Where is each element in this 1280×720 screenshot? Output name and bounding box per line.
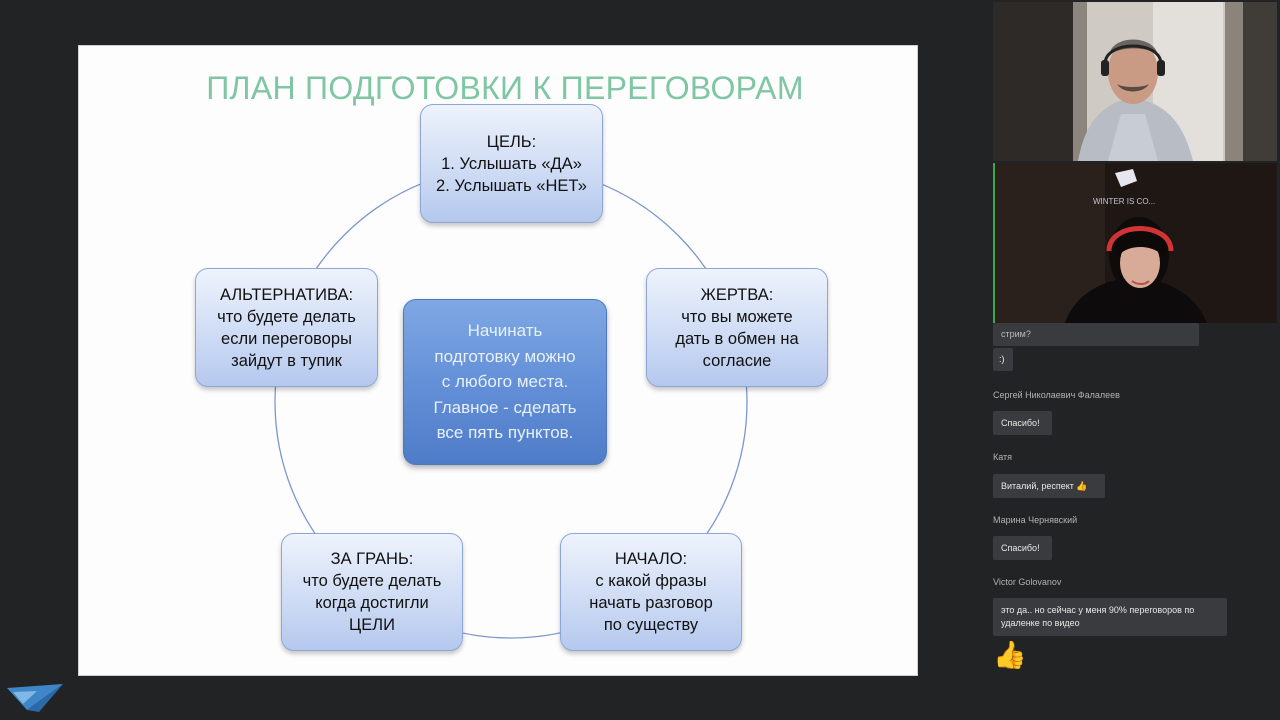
chat-message-bubble: :) (993, 348, 1013, 371)
sacrifice-box: ЖЕРТВА: что вы можете дать в обмен на со… (646, 268, 828, 387)
brand-logo (7, 684, 67, 714)
wall-sign-text: WINTER IS CO... (1093, 197, 1155, 206)
speaker-video-tile[interactable] (993, 2, 1277, 161)
speaker-video-image (993, 2, 1277, 161)
chat-panel[interactable]: стрим? :) Сергей Николаевич Фалалеев Спа… (993, 323, 1280, 720)
thumbs-up-emoji: 👍 (993, 639, 1027, 671)
cohost-video-image: WINTER IS CO... (995, 163, 1277, 323)
chat-message-author: Марина Чернявский (993, 515, 1077, 525)
cohost-video-tile[interactable]: WINTER IS CO... (993, 163, 1277, 323)
chat-message-bubble: стрим? (993, 323, 1199, 346)
goal-box: ЦЕЛЬ: 1. Услышать «ДА» 2. Услышать «НЕТ» (420, 104, 603, 223)
center-note-box: Начинать подготовку можно с любого места… (403, 299, 607, 465)
beyond-box: ЗА ГРАНЬ: что будете делать когда достиг… (281, 533, 463, 651)
presentation-slide: ПЛАН ПОДГОТОВКИ К ПЕРЕГОВОРАМ ЦЕЛЬ: 1. У… (78, 45, 918, 676)
start-box: НАЧАЛО: с какой фразы начать разговор по… (560, 533, 742, 651)
chat-message-author: Сергей Николаевич Фалалеев (993, 390, 1120, 400)
chat-message-bubble: Спасибо! (993, 411, 1052, 435)
chat-message-bubble: это да.. но сейчас у меня 90% переговоро… (993, 598, 1227, 636)
chat-message-bubble: Виталий, респект 👍 (993, 474, 1105, 498)
chat-message-author: Victor Golovanov (993, 577, 1061, 587)
alternative-box: АЛЬТЕРНАТИВА: что будете делать если пер… (195, 268, 378, 387)
chat-message-bubble: Спасибо! (993, 536, 1052, 560)
chat-message-author: Катя (993, 452, 1012, 462)
